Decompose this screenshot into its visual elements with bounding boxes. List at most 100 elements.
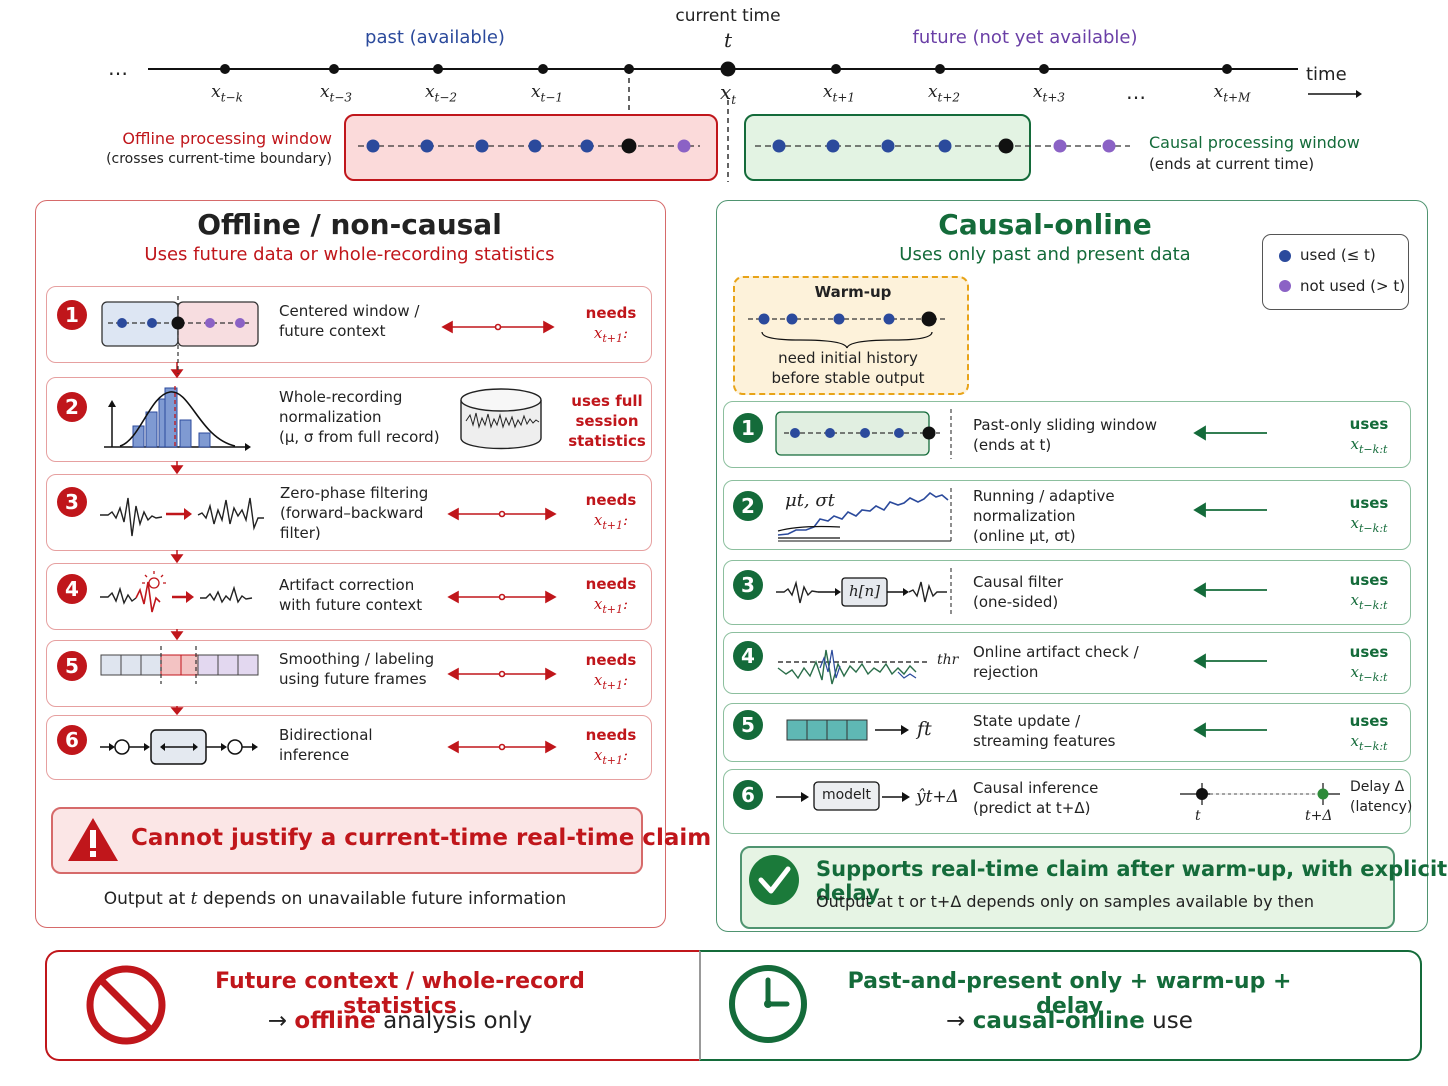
causal-window-sub: (ends at current time) — [1149, 155, 1315, 173]
timeline-label-2: xt−2 — [424, 82, 458, 105]
timeline-point-t-plus-3 — [1039, 64, 1049, 74]
offline-window-sub: (crosses current-time boundary) — [106, 151, 332, 167]
warmup-sequence-icon — [748, 311, 948, 349]
offline-badge-1: 1 — [57, 300, 87, 330]
offline-row-3-label: Zero-phase filtering (forward–backward f… — [280, 484, 429, 542]
causal-row-3-uses: uses xt−k:t — [1349, 571, 1389, 612]
ellipsis-right: … — [1126, 80, 1146, 104]
offline-row-6-label: Bidirectional inference — [279, 726, 373, 764]
timeline-point-t-minus-k — [220, 64, 230, 74]
causal-row-6-label: Causal inference (predict at t+Δ) — [973, 779, 1099, 817]
causal-subtitle: Uses only past and present data — [899, 244, 1191, 265]
database-icon — [460, 388, 542, 450]
offline-row-1-need: needs xt+1: — [585, 304, 637, 345]
causal-row-5-uses: uses xt−k:t — [1349, 712, 1389, 753]
causal-support-title: Supports real-time claim after warm-up, … — [816, 857, 1448, 905]
summary-left-box — [45, 950, 702, 1061]
summary-right-line1: Past-and-present only + warm-up + delay — [847, 969, 1292, 1019]
causal-row-1-uses: uses xt−k:t — [1349, 415, 1389, 456]
summary-left-line1: Future context / whole-record statistics — [215, 969, 585, 1019]
offline-badge-5: 5 — [57, 651, 87, 681]
timeline-point-boundary — [624, 64, 634, 74]
model-label: modelt — [821, 787, 872, 803]
current-time-label: current time — [675, 6, 781, 26]
causal-row-4-uses: uses xt−k:t — [1349, 643, 1389, 684]
offline-row-4-need: needs xt+1: — [585, 575, 637, 616]
causal-support-text: Output at t or t+Δ depends only on sampl… — [816, 892, 1315, 911]
timeline-point-t-plus-2 — [935, 64, 945, 74]
ellipsis-left: … — [108, 56, 128, 80]
offline-window-label: Offline processing window — [122, 129, 332, 148]
streaming-features-icon — [786, 719, 909, 741]
histogram-normalization-icon — [104, 386, 251, 451]
causal-row-5-label: State update / streaming features — [973, 712, 1116, 750]
warning-icon — [68, 818, 118, 861]
causal-support-box — [740, 846, 1395, 929]
causal-badge-4: 4 — [733, 641, 763, 671]
offline-badge-6: 6 — [57, 725, 87, 755]
timeline-point-t-plus-1 — [831, 64, 841, 74]
offline-badge-4: 4 — [57, 574, 87, 604]
threshold-label: thr — [937, 652, 959, 668]
timeline-label-4: xt — [719, 80, 737, 107]
legend-not-used-label: not used (> t) — [1300, 277, 1406, 295]
causal-row-arrows — [1193, 425, 1267, 738]
offline-subtitle: Uses future data or whole-recording stat… — [144, 244, 555, 265]
artifact-threshold-icon — [777, 649, 930, 685]
summary-right-box — [699, 950, 1422, 1061]
causal-badge-5: 5 — [733, 710, 763, 740]
future-label: future (not yet available) — [912, 27, 1138, 48]
causal-row-4-label: Online artifact check / rejection — [973, 643, 1139, 681]
offline-warning-box — [51, 807, 643, 874]
timeline-label-1: xt−3 — [319, 82, 353, 105]
offline-row-4-label: Artifact correction with future context — [279, 576, 423, 614]
filter-impulse-label: h[n] — [848, 582, 881, 600]
offline-footer: Output at t depends on unavailable futur… — [103, 889, 567, 909]
warmup-text: need initial history before stable outpu… — [771, 349, 925, 387]
offline-badge-3: 3 — [57, 487, 87, 517]
timeline-label-8: xt+M — [1213, 82, 1251, 105]
time-axis-label: time — [1306, 64, 1347, 85]
causal-inference-icon — [776, 781, 1340, 811]
causal-row-5 — [723, 703, 1411, 762]
offline-title: Offline / non-causal — [197, 208, 502, 241]
summary-left-line2: → offline analysis only — [267, 1008, 533, 1034]
offline-badge-2: 2 — [57, 392, 87, 422]
legend-dots — [1279, 250, 1291, 292]
causal-window-points — [755, 138, 1130, 154]
legend-used-label: used (≤ t) — [1300, 246, 1376, 264]
timeline-label-3: xt−1 — [530, 82, 564, 105]
causal-row-2-uses: uses xt−k:t — [1349, 494, 1389, 535]
timeline-point-t — [720, 61, 736, 77]
offline-row-3-need: needs xt+1: — [585, 491, 637, 532]
past-label: past (available) — [365, 27, 505, 48]
centered-window-icon — [101, 296, 259, 374]
offline-window-points — [358, 138, 700, 154]
offline-window-box — [344, 114, 718, 181]
timeline-point-t-plus-m — [1222, 64, 1232, 74]
smoothing-frames-icon — [100, 646, 259, 684]
checkmark-icon — [749, 855, 799, 905]
offline-row-6-need: needs xt+1: — [585, 726, 637, 767]
causal-window-label: Causal processing window — [1149, 133, 1360, 152]
zero-phase-filter-icon — [100, 497, 264, 537]
prediction-output-label: ŷt+Δ — [916, 787, 959, 807]
causal-row-3-label: Causal filter (one-sided) — [973, 573, 1064, 611]
legend-used-dot — [1279, 250, 1291, 262]
timeline-point-t-minus-1 — [538, 64, 548, 74]
causal-badge-2: 2 — [733, 491, 763, 521]
offline-row-5-label: Smoothing / labeling using future frames — [279, 650, 435, 688]
delay-tick-t-plus-delta: t+Δ — [1305, 808, 1333, 824]
causal-badge-6: 6 — [733, 780, 763, 810]
timeline-label-5: xt+1 — [822, 82, 856, 105]
offline-row-1-label: Centered window / future context — [279, 302, 420, 340]
causal-row-6-delay: Delay Δ (latency) — [1350, 779, 1413, 815]
causal-legend — [1262, 234, 1409, 310]
offline-warning-text: Cannot justify a current-time real-time … — [131, 825, 712, 851]
offline-row-connectors — [170, 320, 557, 754]
delay-tick-t: t — [1195, 808, 1201, 824]
summary-right-line2: → causal-online use — [946, 1008, 1193, 1034]
offline-row-2-need: uses full session statistics — [568, 392, 646, 450]
